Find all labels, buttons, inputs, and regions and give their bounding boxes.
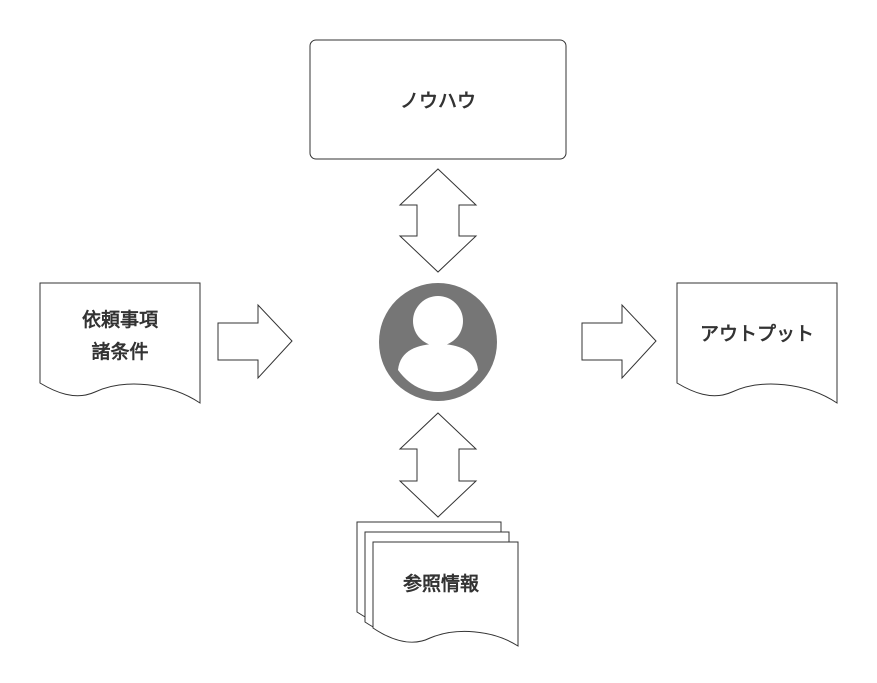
output-node: アウトプット <box>676 282 838 404</box>
person-to-output-arrow <box>581 303 657 380</box>
reference-document-front <box>372 541 519 647</box>
person-node <box>379 283 497 401</box>
knowhow-box <box>309 39 567 160</box>
reference-label: 参照情報 <box>403 572 480 595</box>
request-to-person-arrow <box>217 303 293 380</box>
request-node: 依頼事項 諸条件 <box>39 282 201 404</box>
person-reference-double-arrow <box>398 412 478 518</box>
person-head <box>413 296 463 346</box>
output-label: アウトプット <box>700 322 814 345</box>
request-label-line1: 依頼事項 <box>82 308 159 331</box>
request-document-shape <box>39 282 201 404</box>
knowhow-node: ノウハウ <box>309 39 567 160</box>
output-document-shape <box>676 282 838 404</box>
knowhow-label: ノウハウ <box>400 90 476 112</box>
request-label-line2: 諸条件 <box>91 340 148 363</box>
person-body <box>398 344 478 392</box>
reference-node: 参照情報 <box>356 521 519 647</box>
knowhow-person-double-arrow <box>398 168 478 273</box>
